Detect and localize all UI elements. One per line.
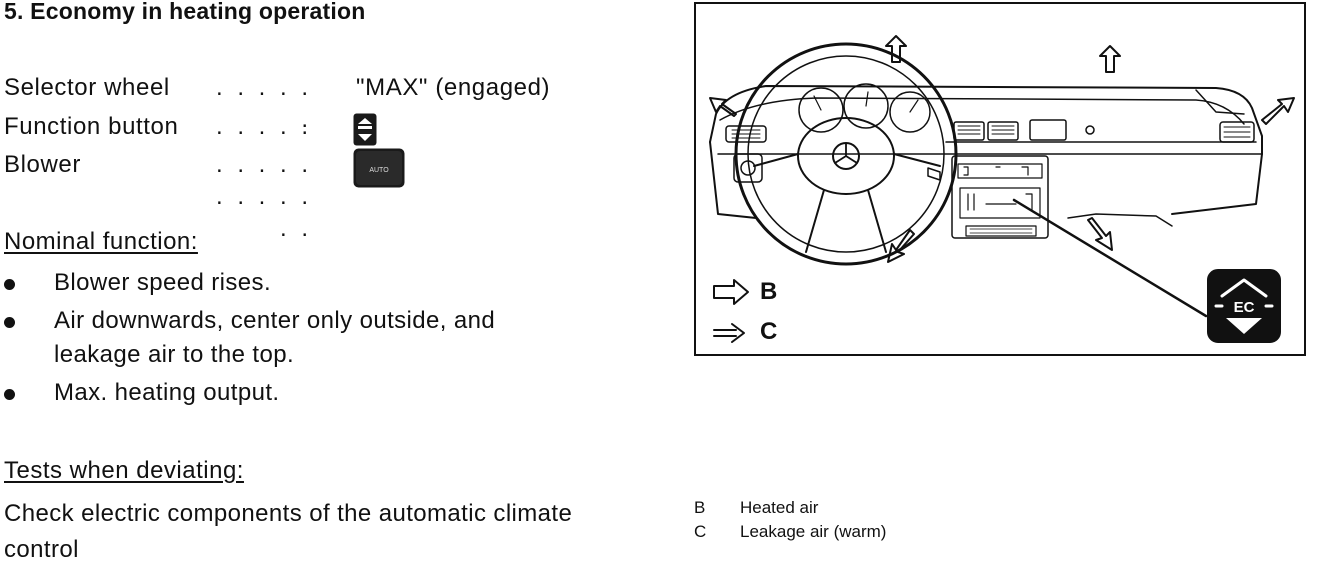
dashboard-figure: EC B C xyxy=(694,2,1306,356)
ec-button-icon xyxy=(353,113,377,146)
setting-row-selector-wheel: Selector wheel . . . . . . "MAX" (engage… xyxy=(4,72,624,133)
setting-dots: . . . . . . . . . . . . xyxy=(215,151,312,242)
nominal-function-list: Blower speed rises. Air downwards, cente… xyxy=(4,266,624,414)
bullet-icon xyxy=(4,389,15,400)
bullet-icon xyxy=(4,317,15,328)
figure-legend-c: C xyxy=(760,318,778,345)
setting-dots: . . . . . xyxy=(215,112,312,140)
setting-label: Selector wheel xyxy=(4,74,170,101)
figure-legend-b: B xyxy=(760,278,778,305)
auto-button-label: AUTO xyxy=(369,167,389,174)
legend-text: Heated air xyxy=(740,498,819,517)
setting-dots: . . . . . . xyxy=(215,74,312,133)
setting-row-function-button: Function button . . . . . xyxy=(4,111,624,150)
setting-value: "MAX" (engaged) xyxy=(356,74,551,101)
legend-key: B xyxy=(694,498,706,517)
ec-inset-icon xyxy=(1207,269,1281,343)
settings-list: Selector wheel . . . . . . "MAX" (engage… xyxy=(4,72,624,242)
tests-text: Check electric components of the automat… xyxy=(4,500,573,563)
setting-label: Blower xyxy=(4,151,81,178)
list-item: Max. heating output. xyxy=(4,376,624,410)
svg-text:EC: EC xyxy=(1234,299,1255,316)
ec-inset-label: EC xyxy=(1234,299,1255,316)
list-item: Air downwards, center only outside, and … xyxy=(4,304,574,372)
setting-label: Function button xyxy=(4,112,179,140)
auto-button-icon: AUTO xyxy=(353,148,405,188)
nominal-function-heading: Nominal function: xyxy=(4,228,198,255)
bullet-icon xyxy=(4,279,15,290)
legend-text: Leakage air (warm) xyxy=(740,522,887,541)
section-title: 5. Economy in heating operation xyxy=(4,0,366,24)
legend-key: C xyxy=(694,522,707,541)
setting-row-blower: Blower . . . . . . . . . . . . xyxy=(4,149,624,242)
tests-heading: Tests when deviating: xyxy=(4,457,244,484)
dashboard-illustration xyxy=(709,35,1295,343)
list-item: Blower speed rises. xyxy=(4,266,624,300)
